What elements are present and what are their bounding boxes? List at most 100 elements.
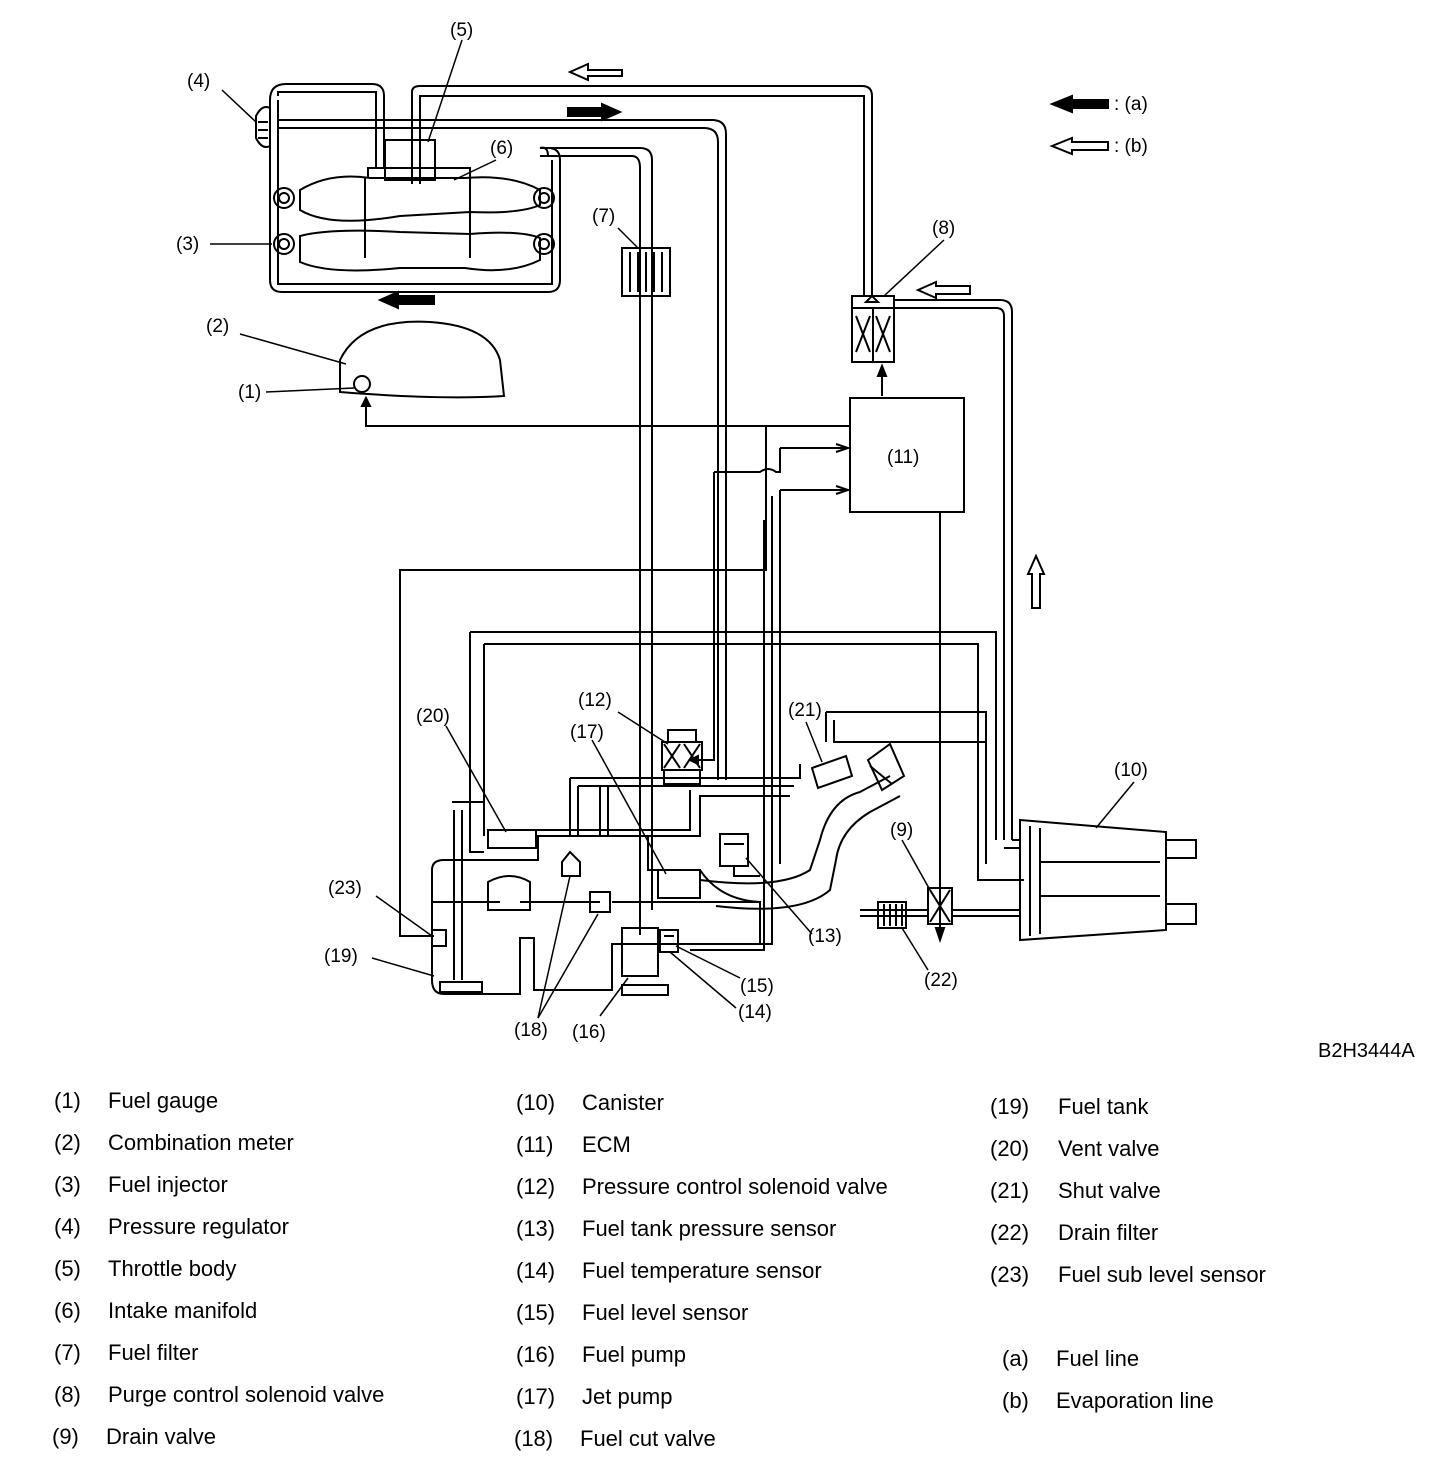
legend-num: (5) <box>54 1256 81 1281</box>
callout-18: (18) <box>514 1020 548 1041</box>
callout-2: (2) <box>206 316 229 337</box>
shut-valve <box>810 754 854 790</box>
callout-6: (6) <box>490 138 513 159</box>
callout-19: (19) <box>324 946 358 967</box>
legend-num: (8) <box>54 1382 81 1407</box>
legend-text: Fuel line <box>1056 1346 1140 1371</box>
callout-10: (10) <box>1114 760 1148 781</box>
legend-text: Drain valve <box>106 1424 217 1449</box>
flow-arrows <box>377 62 1046 609</box>
ecm <box>399 397 965 951</box>
legend-text: Pressure control solenoid valve <box>582 1174 888 1199</box>
leader-lines <box>210 39 1135 1019</box>
legend-text: ECM <box>582 1132 631 1157</box>
pressure-control-solenoid-valve <box>661 729 706 785</box>
fuel-gauge <box>353 375 850 427</box>
drain-valve <box>860 887 1020 925</box>
legend-num: (10) <box>516 1090 556 1115</box>
legend-text: Intake manifold <box>108 1298 258 1323</box>
fuel-system-diagram: : (a) : (b) (4) (5) (6) (3) (7) (8) (2 <box>176 20 1197 1043</box>
callout-3: (3) <box>176 234 199 255</box>
evaporation-lines <box>469 631 1024 881</box>
legend-text: Fuel cut valve <box>580 1426 716 1451</box>
legend-num: (6) <box>54 1298 81 1323</box>
legend-num: (b) <box>1002 1388 1029 1413</box>
throttle-body <box>384 139 436 181</box>
arrow-key-a-label: : (a) <box>1114 94 1148 115</box>
legend-num: (1) <box>54 1088 81 1113</box>
callout-16: (16) <box>572 1022 606 1043</box>
legend-num: (18) <box>514 1426 554 1451</box>
legend-num: (12) <box>516 1174 556 1199</box>
legend-num: (14) <box>516 1258 556 1283</box>
fuel-rail <box>269 83 561 293</box>
legend-num: (13) <box>516 1216 556 1241</box>
legend-num: (a) <box>1002 1346 1029 1371</box>
legend-text: Canister <box>582 1090 664 1115</box>
callout-14: (14) <box>738 1002 772 1023</box>
legend-num: (7) <box>54 1340 81 1365</box>
callout-23: (23) <box>328 878 362 899</box>
legend-text: Purge control solenoid valve <box>108 1382 385 1407</box>
legend-text: Fuel gauge <box>108 1088 219 1113</box>
legend-text: Fuel level sensor <box>582 1300 749 1325</box>
legend-text: Combination meter <box>108 1130 294 1155</box>
fuel-pump <box>621 927 659 977</box>
callout-7: (7) <box>592 206 615 227</box>
arrow-key: : (a) : (b) <box>1049 94 1148 157</box>
vent-valve <box>487 829 537 849</box>
canister <box>1004 818 1197 942</box>
pressure-regulator <box>255 106 271 148</box>
fuel-injectors <box>273 187 555 255</box>
callout-21: (21) <box>788 700 822 721</box>
callout-22: (22) <box>924 970 958 991</box>
jet-pump <box>657 869 701 899</box>
legend-text: Pressure regulator <box>108 1214 289 1239</box>
combination-meter <box>339 320 506 399</box>
arrow-key-b-label: : (b) <box>1114 136 1148 157</box>
fuel-filter <box>621 247 671 297</box>
legend-num: (11) <box>516 1132 554 1157</box>
legend-num: (20) <box>990 1136 1030 1161</box>
legend-text: Fuel pump <box>582 1342 686 1367</box>
legend-text: Fuel filter <box>108 1340 199 1365</box>
callout-12: (12) <box>578 690 612 711</box>
legend-text: Throttle body <box>108 1256 237 1281</box>
callout-labels: (4) (5) (6) (3) (7) (8) (2) (1) (11) (12… <box>176 20 1148 1043</box>
legend-num: (21) <box>990 1178 1030 1203</box>
legend-text: Drain filter <box>1058 1220 1159 1245</box>
fuel-tank-pressure-sensor <box>719 833 760 877</box>
legend-text: Fuel sub level sensor <box>1058 1262 1266 1287</box>
drain-filter <box>877 901 907 929</box>
legend-text: Fuel temperature sensor <box>582 1258 822 1283</box>
legend-text: Evaporation line <box>1056 1388 1214 1413</box>
legend-text: Fuel tank <box>1058 1094 1149 1119</box>
filler-neck <box>699 742 906 910</box>
callout-1: (1) <box>238 382 261 403</box>
callout-15: (15) <box>740 976 774 997</box>
callout-5: (5) <box>450 20 473 41</box>
callout-4: (4) <box>187 71 210 92</box>
evap-tank-piping <box>452 764 801 837</box>
fuel-tank <box>431 810 761 996</box>
fuel-sensors <box>659 929 679 953</box>
figure-code: B2H3444A <box>1318 1040 1415 1062</box>
legend-num: (9) <box>52 1424 79 1449</box>
legend-num: (15) <box>516 1300 556 1325</box>
callout-13: (13) <box>808 926 842 947</box>
legend-num: (4) <box>54 1214 81 1239</box>
legend-num: (19) <box>990 1094 1030 1119</box>
legend-text: Fuel tank pressure sensor <box>582 1216 837 1241</box>
legend-num: (2) <box>54 1130 81 1155</box>
legend-num: (23) <box>990 1262 1030 1287</box>
legend-num: (16) <box>516 1342 556 1367</box>
legend-text: Fuel injector <box>108 1172 228 1197</box>
purge-control-solenoid-valve <box>851 294 1013 840</box>
legend-text: Jet pump <box>582 1384 673 1409</box>
callout-9: (9) <box>890 820 913 841</box>
callout-11: (11) <box>887 447 919 468</box>
callout-20: (20) <box>416 706 450 727</box>
legend-text: Vent valve <box>1058 1136 1160 1161</box>
fuel-cut-valves <box>487 850 611 913</box>
callout-17: (17) <box>570 722 604 743</box>
